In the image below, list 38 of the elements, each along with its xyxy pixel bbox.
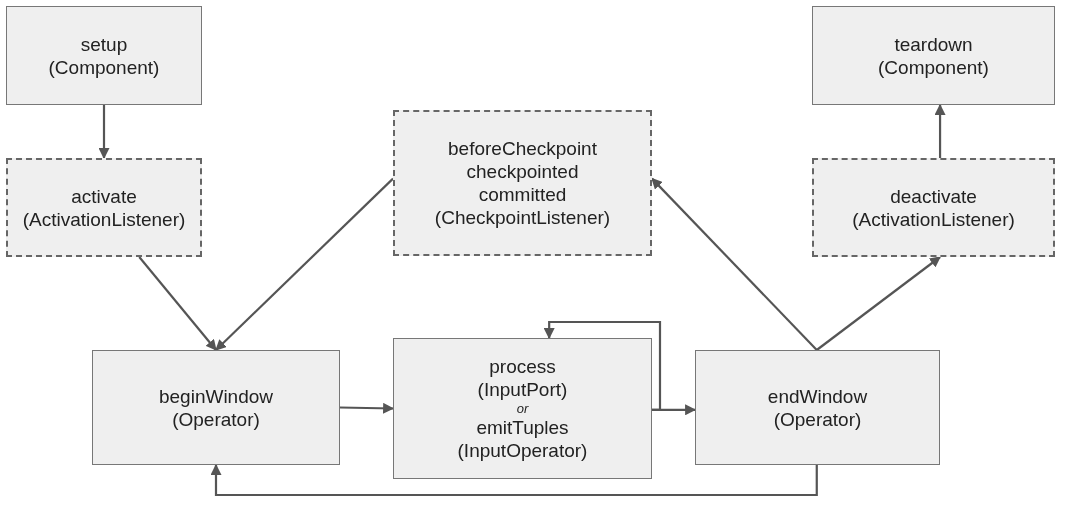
process-box: [6, 6, 202, 105]
node-label: (ActivationListener): [22, 207, 186, 231]
node-label: committed: [478, 183, 567, 206]
method-name: process: [489, 355, 556, 378]
arrow: [651, 177, 818, 351]
method-name: deactivate: [890, 184, 977, 208]
arrow: [138, 256, 217, 351]
listener-box: [393, 110, 652, 256]
listener-box: [6, 158, 202, 257]
listener-box: [812, 158, 1055, 257]
method-name: activate: [71, 184, 137, 208]
method-name: setup: [80, 32, 128, 56]
connector-word: or: [516, 401, 529, 416]
process-box: [393, 338, 652, 479]
arrow: [816, 256, 941, 351]
process-box: [695, 350, 940, 465]
process-box: [812, 6, 1055, 105]
node-label: checkpointed: [466, 160, 579, 183]
arrow: [339, 402, 395, 414]
node-label: emitTuples: [476, 416, 569, 439]
arrow: [98, 105, 110, 160]
node-label: (InputPort): [477, 378, 568, 401]
arrow: [210, 463, 818, 497]
node-label: (Operator): [172, 407, 260, 431]
node-label: (CheckpointListener): [434, 206, 611, 229]
node-label: (Operator): [773, 407, 862, 431]
node-label: (ActivationListener): [852, 207, 1015, 231]
method-name: beforeCheckpoint: [448, 137, 597, 160]
method-name: teardown: [894, 32, 973, 56]
node-label: (InputOperator): [457, 439, 588, 462]
arrow: [543, 320, 662, 411]
node-label: (Component): [878, 55, 989, 79]
process-box: [92, 350, 340, 465]
node-label: (Component): [48, 55, 160, 79]
arrow: [215, 177, 394, 351]
method-name: beginWindow: [158, 384, 274, 408]
method-name: endWindow: [767, 384, 868, 408]
arrow: [934, 103, 946, 158]
